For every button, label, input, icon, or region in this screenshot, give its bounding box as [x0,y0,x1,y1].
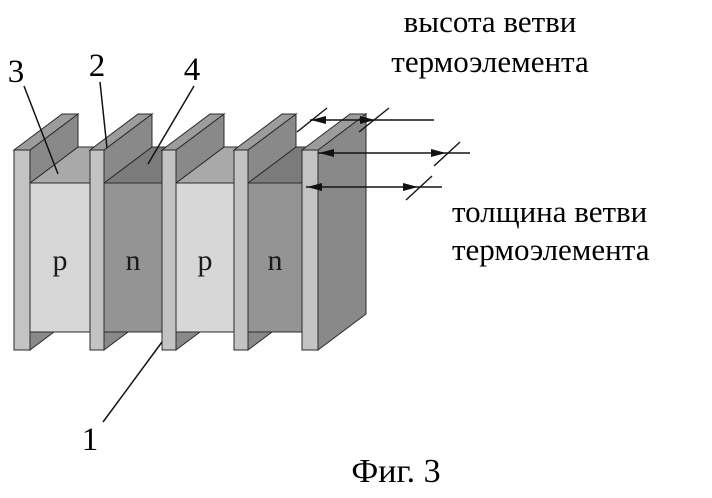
plate-1-front-face [13,149,31,351]
plate-2-front-face [89,149,105,351]
branch-3-letter: p [198,244,213,277]
plate-4-front-face [233,149,249,351]
thermoelement-branches [28,146,352,333]
label-1: 1 [82,422,99,458]
height-label-line1: высота ветви [404,4,577,39]
height-dimension: высота ветви термоэлемента [296,4,589,133]
thickness-label-line2: термоэлемента [452,232,650,267]
height-arrow-left-icon [311,116,326,124]
thickness-upper-arrow-right-icon [431,149,446,157]
thickness-ext-tick-upper [433,141,461,167]
branch-1-letter: p [53,244,68,277]
thickness-label-line1: толщина ветви [452,194,647,229]
height-label-line2: термоэлемента [391,44,589,79]
thickness-ext-tick-lower [405,175,433,201]
plate-1-side-bottom [29,331,56,351]
thickness-lower-arrow-right-icon [403,183,418,191]
figure-caption: Фиг. 3 [351,453,440,490]
label-3-leader [23,85,59,175]
branch-2-letter: n [126,244,141,277]
label-1-leader [102,341,163,423]
branch-4-letter: n [268,244,283,277]
label-3: 3 [8,54,25,90]
thickness-upper-arrow-left-icon [319,149,334,157]
label-4-leader [147,85,195,165]
part-number-labels: 3 2 4 1 [8,48,201,458]
branch-letters: p n p n [53,244,283,277]
label-2-leader [99,81,108,149]
electrode-plates [12,113,368,351]
plate-5-front-face [301,149,319,351]
plate-4-side-bottom [247,331,274,351]
plate-3-front-face [161,149,177,351]
branch-2-front-face [103,182,163,333]
plate-2-side-bottom [103,331,130,351]
plate-5-side-face [317,113,367,351]
thickness-lower-arrow-left-icon [307,183,322,191]
label-4: 4 [184,52,201,88]
label-2: 2 [89,48,106,84]
thickness-dimension: толщина ветви термоэлемента [306,141,650,267]
plate-3-side-bottom [175,331,202,351]
height-arrow-right-icon [360,116,375,124]
